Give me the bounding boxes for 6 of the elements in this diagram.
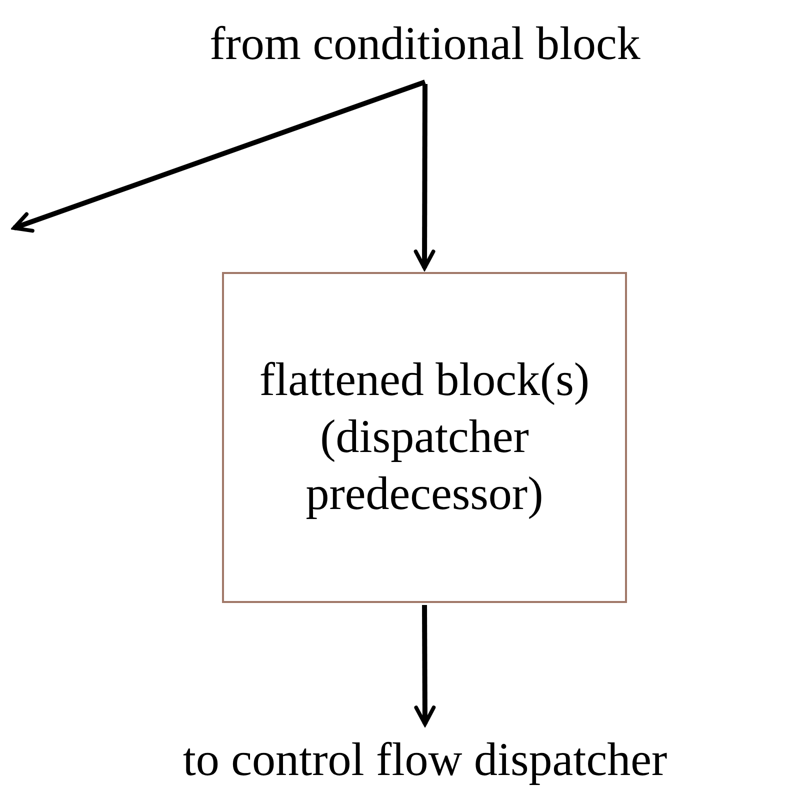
text-label: from conditional block [85,8,765,82]
arrow [12,80,426,233]
arrow [414,84,436,270]
text-label: to control flow dispatcher [45,728,801,794]
process-box: flattened block(s) (dispatcher predecessor) [222,272,627,603]
arrow [414,605,436,726]
